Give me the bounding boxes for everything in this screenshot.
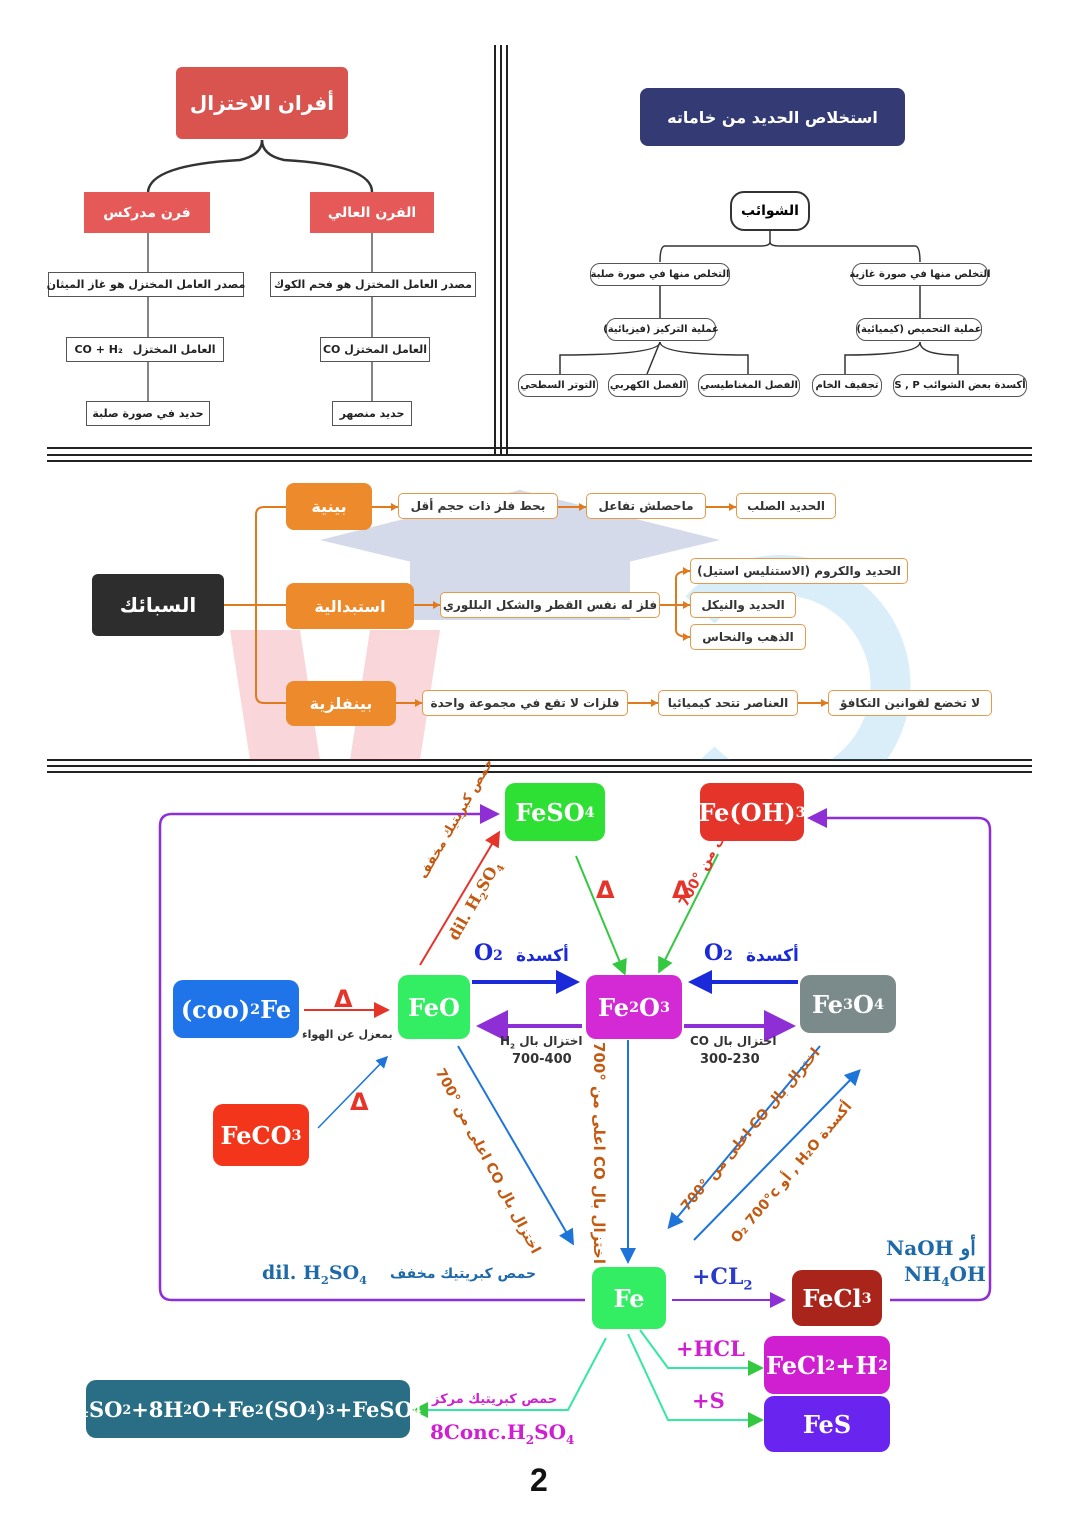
midrex-agent-formula: CO + H₂: [74, 343, 123, 356]
o2-right-text: O: [704, 940, 724, 966]
blast-furnace-node: الفرن العالي: [310, 192, 434, 233]
feso4-label: FeSO: [515, 797, 585, 827]
substitutional-example-1: الحديد والكروم (الاستنليس استيل): [690, 558, 908, 584]
feo-box: FeO: [398, 975, 470, 1039]
blast-source: مصدر العامل المختزل هو فحم الكوك: [270, 272, 476, 297]
alloy-intermetallic: بينفلزية: [286, 681, 396, 726]
drying-node: تجفيف الخام: [812, 374, 882, 397]
reduce-co-700-vertical: اختزال بال CO اعلى من °700: [590, 1042, 608, 1265]
gas-branch-node: التخلص منها في صورة غازية: [849, 263, 991, 286]
intermetallic-step-1: فلزات لا تقع في مجموعة واحدة: [422, 690, 628, 716]
page-number: 2: [530, 1462, 548, 1498]
substitutional-step-1: فلز له نفس القطر والشكل البللوري: [440, 592, 660, 618]
substitutional-example-2: الحديد والنيكل: [690, 592, 796, 618]
fe-box: Fe: [592, 1267, 666, 1329]
delta-fecoo: Δ: [334, 985, 353, 1013]
s-label: +S: [692, 1388, 725, 1413]
extraction-connectors: [559, 230, 959, 375]
temp-h2-label: 700-400: [512, 1052, 572, 1067]
interstitial-step-1: بحط فلز ذات حجم أقل: [398, 493, 558, 519]
o2-left-text: O: [474, 940, 494, 966]
oxidation-left: أكسدة: [516, 946, 569, 966]
naoh-text: NaOH أو: [886, 1236, 976, 1260]
dil-formula-bottom: dil. H2SO4: [262, 1262, 368, 1287]
o2-right: O2: [704, 940, 733, 966]
oxidation-right: أكسدة: [746, 946, 799, 966]
intermetallic-step-3: لا تخضع لقوانين التكافؤ: [828, 690, 992, 716]
magnetic-node: الفصل المغناطيسي: [698, 374, 800, 397]
cl2-label: +CL2: [692, 1264, 753, 1294]
nh4oh-text: NH: [904, 1262, 942, 1286]
feoh3-label: Fe(OH): [698, 797, 796, 827]
feoh3-box: Fe(OH)3: [698, 783, 806, 841]
temp-co-label: 300-230: [700, 1052, 760, 1067]
interstitial-step-3: الحديد الصلب: [736, 493, 836, 519]
impurities-node: الشوائب: [730, 191, 810, 231]
delta-feoh3: Δ: [672, 876, 691, 904]
blast-agent: العامل المختزل CO: [320, 337, 430, 362]
conc-acid-label: حمص كبريتيك مركز: [432, 1392, 558, 1407]
fecoo-label: (coo): [180, 994, 251, 1024]
concentration-node: عملية التركيز (فيزيائية): [603, 318, 719, 341]
fecl2-label: FeCl: [765, 1350, 826, 1380]
interstitial-step-2: ماحصلش تفاعل: [586, 493, 706, 519]
midrex-agent-label: العامل المختزل: [132, 343, 216, 356]
blast-product: حديد منصهر: [332, 401, 412, 426]
feco3-label: FeCO: [220, 1120, 292, 1150]
midrex-source: مصدر العامل المختزل هو غاز الميثان: [47, 272, 245, 297]
alloy-interstitial: بينية: [286, 483, 372, 530]
nh4oh-label: NH4OH: [904, 1262, 986, 1289]
naoh-label: NaOH أو: [886, 1236, 976, 1260]
surface-node: التوتر السطحي: [518, 374, 598, 397]
intermetallic-step-2: العناصر تتحد كيميائيا: [658, 690, 798, 716]
reduce-h2-text: اختزال بال H: [500, 1034, 583, 1048]
fecl3-label: FeCl: [802, 1283, 862, 1313]
electric-node: الفصل الكهربي: [608, 374, 688, 397]
reduce-h2-label: اختزال بال H2: [500, 1034, 583, 1051]
oxidation-node: أكسدة بعض الشوائب S , P: [893, 374, 1027, 397]
hcl-label: +HCL: [676, 1336, 745, 1361]
furnace-connectors: [146, 139, 374, 401]
reduce-co-label: اختزال بال CO: [690, 1034, 777, 1048]
midrex-node: فرن مدركس: [84, 192, 210, 233]
dil-formula-bottom-text: dil. H: [262, 1262, 321, 1284]
alloys-title: السبائك: [92, 574, 224, 636]
conc-formula-label: 8Conc.H2SO4: [430, 1420, 575, 1447]
roasting-node: عملية التحميص (كيميائية): [856, 318, 982, 341]
delta-feso4: Δ: [596, 876, 615, 904]
fe3o4-label: Fe: [812, 989, 844, 1019]
delta-feco3: Δ: [350, 1088, 369, 1116]
extraction-title: استخلاص الحديد من خاماته: [640, 88, 905, 146]
substitutional-example-3: الذهب والنحاس: [690, 624, 806, 650]
solid-branch-node: التخلص منها في صورة صلبة: [590, 263, 730, 286]
sulfates-label: 4SO: [74, 1396, 123, 1422]
dil-acid-bottom: حمص كبريتيك مخفف: [390, 1266, 537, 1282]
o2-left: O2: [474, 940, 503, 966]
conc-formula-text: 8Conc.H: [430, 1420, 526, 1444]
alloy-substitutional: استبدالية: [286, 583, 414, 629]
furnaces-title: أفران الاختزال: [176, 67, 348, 139]
fes-box: FeS: [764, 1396, 890, 1452]
cl2-text: +CL: [692, 1264, 744, 1290]
fecoo-tail: Fe: [260, 994, 292, 1024]
midrex-product: حديد في صورة صلبة: [86, 401, 210, 426]
no-air-label: بمعزل عن الهواء: [302, 1028, 393, 1041]
midrex-agent: CO + H₂ العامل المختزل: [66, 337, 224, 362]
fe2o3-label: Fe: [598, 992, 630, 1022]
